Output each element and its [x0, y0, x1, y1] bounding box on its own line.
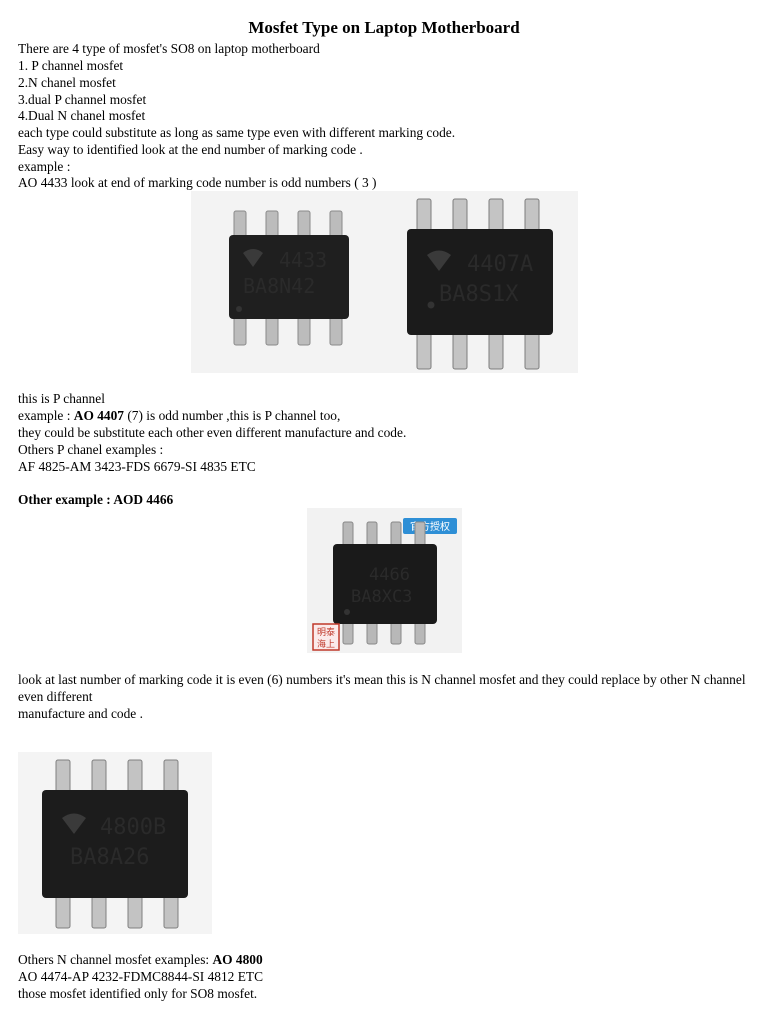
- chip-4466: [333, 544, 437, 624]
- substitute-line: they could be substitute each other even…: [18, 425, 407, 440]
- manufacture-line: manufacture and code .: [18, 706, 143, 721]
- other-example-heading: Other example : AOD 4466: [18, 492, 174, 507]
- seal-stamp-top: 明泰: [317, 626, 335, 638]
- p-examples-heading: Others P chanel examples :: [18, 442, 164, 457]
- chip-4407a-code: 4407A: [467, 252, 533, 277]
- chip-4800b-code: 4800B: [100, 815, 166, 840]
- intro-line-4: 3.dual P channel mosfet: [18, 92, 147, 107]
- mosfet-photo-4433-4407: 4433 BA8N42 4407A BA8S1X: [191, 191, 578, 373]
- chip-4433: 4433 BA8N42: [229, 210, 349, 346]
- chip-4433-code: 4433: [279, 248, 327, 272]
- ao4407-bold: AO 4407: [73, 408, 124, 423]
- n-channel-paragraph: look at last number of marking code it i…: [18, 672, 746, 704]
- intro-line-5: 4.Dual N chanel mosfet: [18, 108, 146, 123]
- intro-line-7: Easy way to identified look at the end n…: [18, 142, 363, 157]
- intro-line-1: There are 4 type of mosfet's SO8 on lapt…: [18, 41, 320, 56]
- page-title: Mosfet Type on Laptop Motherboard: [248, 18, 520, 37]
- p-examples-list: AF 4825-AM 3423-FDS 6679-SI 4835 ETC: [18, 459, 256, 474]
- chip-4407a: 4407A BA8S1X: [407, 198, 553, 370]
- intro-line-9: AO 4433 look at end of marking code numb…: [18, 175, 377, 190]
- seal-stamp-bottom: 海上: [317, 638, 335, 650]
- so8-note: those mosfet identified only for SO8 mos…: [18, 986, 258, 1001]
- intro-line-3: 2.N chanel mosfet: [18, 75, 116, 90]
- chip-4800b-lot: BA8A26: [70, 845, 149, 870]
- chip-4407a-lot: BA8S1X: [439, 282, 519, 307]
- mosfet-photo-4466: 官方授权 4466 BA8XC3 明泰 海上: [307, 508, 462, 653]
- mosfet-photo-4800b: 4800B BA8A26: [18, 752, 212, 934]
- chip-4433-lot: BA8N42: [243, 274, 315, 298]
- chip-4800b: [42, 790, 188, 898]
- intro-line-2: 1. P channel mosfet: [18, 58, 124, 73]
- p-channel-line: this is P channel: [18, 391, 105, 406]
- intro-line-8: example :: [18, 159, 71, 174]
- n-examples-heading: Others N channel mosfet examples: AO 480…: [18, 952, 263, 967]
- example-ao4407-line: example : AO 4407 (7) is odd number ,thi…: [18, 408, 341, 423]
- ao4800-bold: AO 4800: [212, 952, 263, 967]
- n-examples-list: AO 4474-AP 4232-FDMC8844-SI 4812 ETC: [18, 969, 264, 984]
- intro-line-6: each type could substitute as long as sa…: [18, 125, 456, 140]
- chip-4466-code: 4466: [369, 565, 410, 585]
- chip-4466-lot: BA8XC3: [351, 587, 412, 607]
